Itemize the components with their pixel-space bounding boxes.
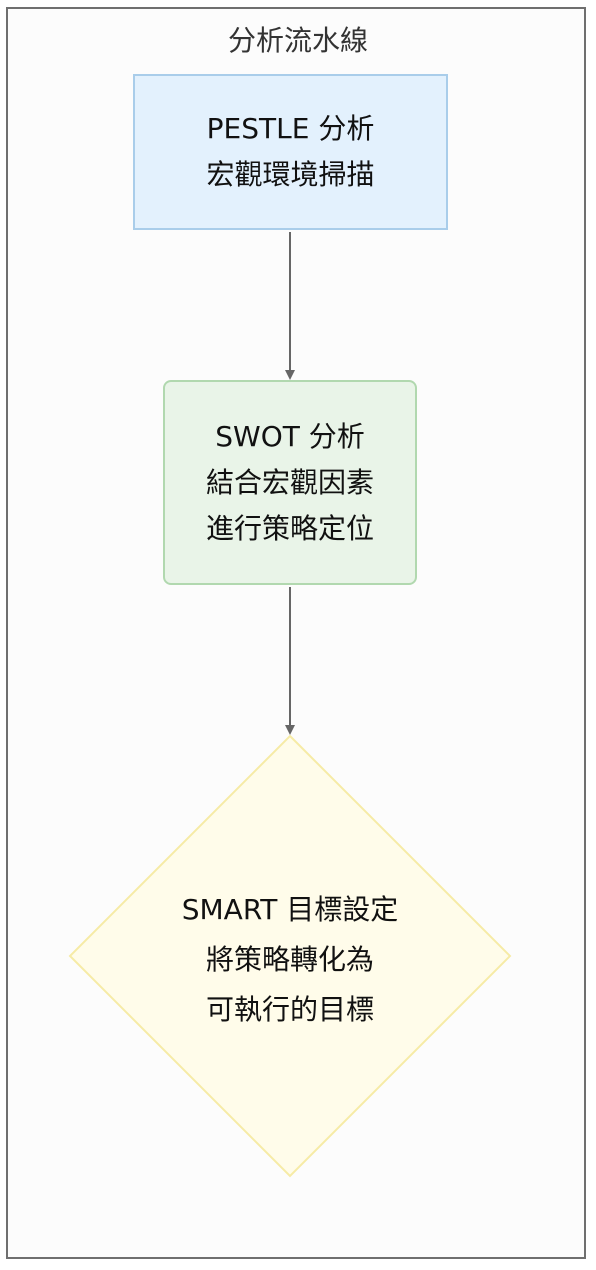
node-pestle: PESTLE 分析 宏觀環境掃描 xyxy=(133,74,448,230)
pipeline-title: 分析流水線 xyxy=(227,24,368,57)
smart-diamond-shape xyxy=(68,734,512,1178)
node-smart-line-3: 可執行的目標 xyxy=(205,993,374,1026)
node-smart-line-1: SMART 目標設定 xyxy=(181,893,399,926)
node-swot-line-2: 結合宏觀因素 xyxy=(205,465,374,499)
node-smart-line-2: 將策略轉化為 xyxy=(205,943,374,976)
node-swot: SWOT 分析 結合宏觀因素 進行策略定位 xyxy=(163,380,417,585)
node-pestle-line-1: PESTLE 分析 xyxy=(206,112,375,145)
node-swot-line-3: 進行策略定位 xyxy=(205,511,374,545)
node-swot-line-1: SWOT 分析 xyxy=(215,419,365,453)
node-pestle-line-2: 宏觀環境掃描 xyxy=(206,158,375,191)
node-smart: SMART 目標設定 將策略轉化為 可執行的目標 xyxy=(140,885,440,1035)
